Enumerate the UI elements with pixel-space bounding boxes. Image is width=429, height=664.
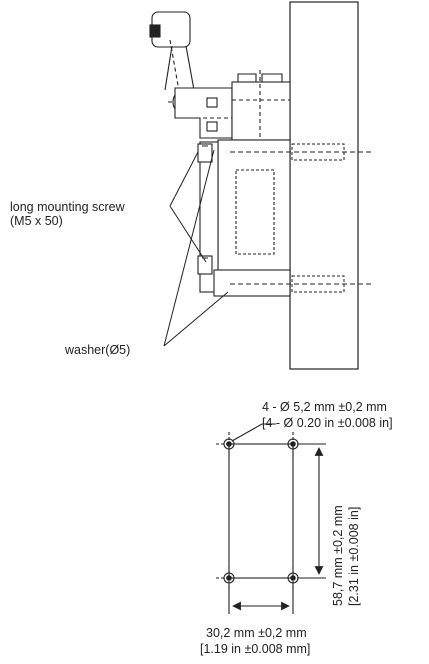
mounting-wall <box>289 1 359 370</box>
hole-spec-mm: 4 - Ø 5,2 mm ±0,2 mm <box>262 400 387 414</box>
head-body <box>174 87 233 139</box>
hole-top-left <box>223 438 235 450</box>
screw-label-line2: (M5 x 50) <box>10 214 63 228</box>
vertical-dim-in: [2.31 in ±0.008 in] <box>347 506 361 606</box>
upper-screw-head <box>197 143 213 163</box>
screw-label-line1: long mounting screw <box>10 200 125 214</box>
lower-screw-head <box>197 255 213 275</box>
hole-spec-in: [4 - Ø 0.20 in ±0.008 in] <box>262 416 393 430</box>
roller-knob <box>149 24 161 38</box>
leader-lines <box>163 149 229 347</box>
hole-rectangle <box>228 443 294 579</box>
horizontal-dim-mm: 30,2 mm ±0,2 mm <box>206 626 307 640</box>
switch-assembly <box>149 11 291 297</box>
lever-arm <box>164 45 195 91</box>
screw-centerlines <box>230 143 372 293</box>
washer-label: washer(Ø5) <box>65 343 131 357</box>
bottom-block <box>213 269 291 297</box>
hole-bottom-left <box>223 572 235 584</box>
vertical-dim-mm: 58,7 mm ±0,2 mm <box>331 505 345 606</box>
hole-pattern <box>216 423 326 614</box>
top-block <box>231 81 291 141</box>
horizontal-dim-in: [1.19 in ±0.008 mm] <box>200 642 311 656</box>
